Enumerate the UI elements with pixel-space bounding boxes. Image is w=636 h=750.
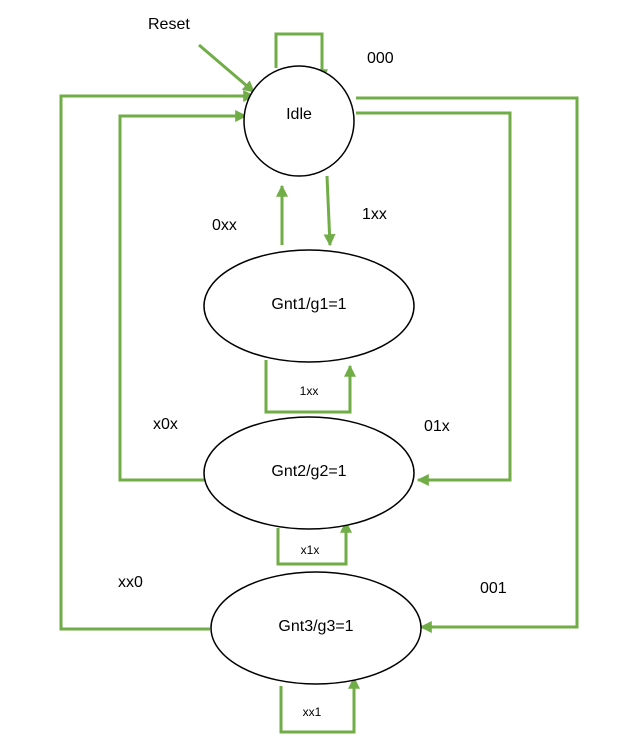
label-idle-to-gnt2: 01x: [424, 418, 450, 435]
label-gnt3-to-idle: xx0: [118, 574, 143, 591]
label-gnt1-self: 1xx: [300, 384, 319, 398]
edge-idle-self: [274, 32, 328, 82]
reset-label: Reset: [148, 16, 190, 33]
label-gnt2-self: x1x: [301, 543, 320, 557]
label-gnt3-self: xx1: [303, 705, 322, 719]
edge-idle-to-gnt1: [323, 175, 336, 247]
reset-arrow: [198, 43, 255, 94]
edge-gnt2-to-idle: [118, 110, 248, 482]
label-idle-self: 000: [367, 50, 394, 67]
state-idle-label: Idle: [286, 106, 312, 123]
state-gnt3-label: Gnt3/g3=1: [278, 618, 353, 635]
state-gnt1: [203, 249, 415, 363]
label-idle-to-gnt3: 001: [480, 580, 507, 597]
edge-gnt1-self: [264, 360, 356, 414]
label-gnt1-to-idle: 0xx: [212, 217, 237, 234]
label-gnt2-to-idle: x0x: [153, 416, 178, 433]
edge-idle-to-gnt2: [356, 111, 512, 486]
edge-gnt3-self: [279, 676, 360, 734]
state-gnt1-label: Gnt1/g1=1: [271, 296, 346, 313]
edge-gnt3-to-idle: [59, 90, 256, 631]
edge-idle-to-gnt3: [356, 96, 579, 633]
label-idle-to-gnt1: 1xx: [362, 206, 387, 223]
state-gnt2: [203, 416, 415, 530]
edge-gnt2-self: [276, 520, 352, 566]
state-idle: [243, 65, 355, 177]
state-gnt3: [210, 571, 422, 685]
state-gnt2-label: Gnt2/g2=1: [271, 463, 346, 480]
